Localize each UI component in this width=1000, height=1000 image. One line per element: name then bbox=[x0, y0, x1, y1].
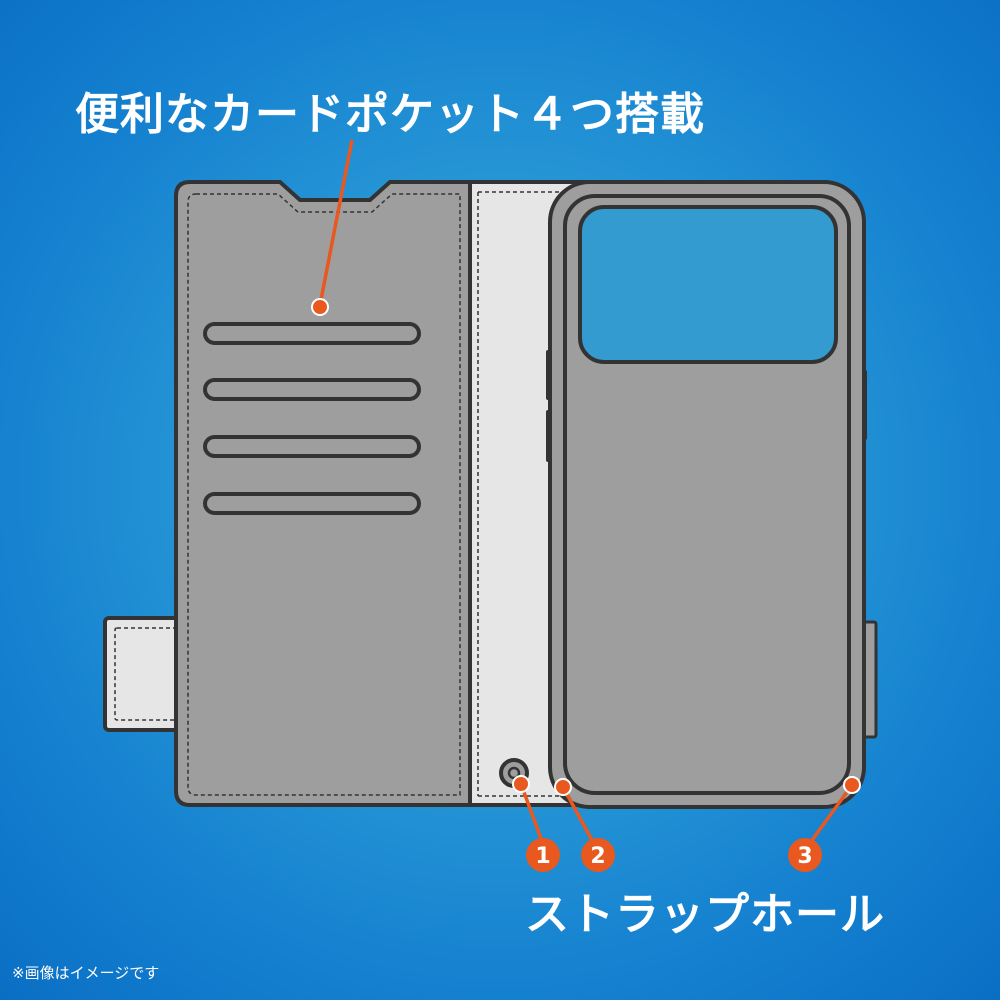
callout-dot bbox=[512, 775, 530, 793]
number-marker-2: 2 bbox=[581, 838, 615, 872]
strap-hole-label: ストラップホール bbox=[525, 889, 885, 940]
page-title: 便利なカードポケット４つ搭載 bbox=[75, 89, 705, 140]
callout-dot bbox=[843, 776, 861, 794]
marker-number: 3 bbox=[797, 844, 812, 869]
marker-number: 2 bbox=[590, 844, 605, 869]
number-marker-1: 1 bbox=[526, 838, 560, 872]
card-slot-icon bbox=[203, 378, 421, 401]
card-slot-icon bbox=[203, 322, 421, 345]
image-note: ※画像はイメージです bbox=[12, 964, 160, 982]
number-marker-3: 3 bbox=[788, 838, 822, 872]
callout-dot bbox=[311, 298, 329, 316]
card-pocket-group bbox=[203, 322, 421, 515]
callout-dot bbox=[554, 778, 572, 796]
clasp-tab bbox=[103, 616, 187, 732]
phone-shell bbox=[548, 180, 866, 809]
marker-number: 1 bbox=[535, 844, 550, 869]
callout-lines bbox=[311, 139, 861, 845]
card-slot-icon bbox=[203, 492, 421, 515]
card-slot-icon bbox=[203, 435, 421, 458]
